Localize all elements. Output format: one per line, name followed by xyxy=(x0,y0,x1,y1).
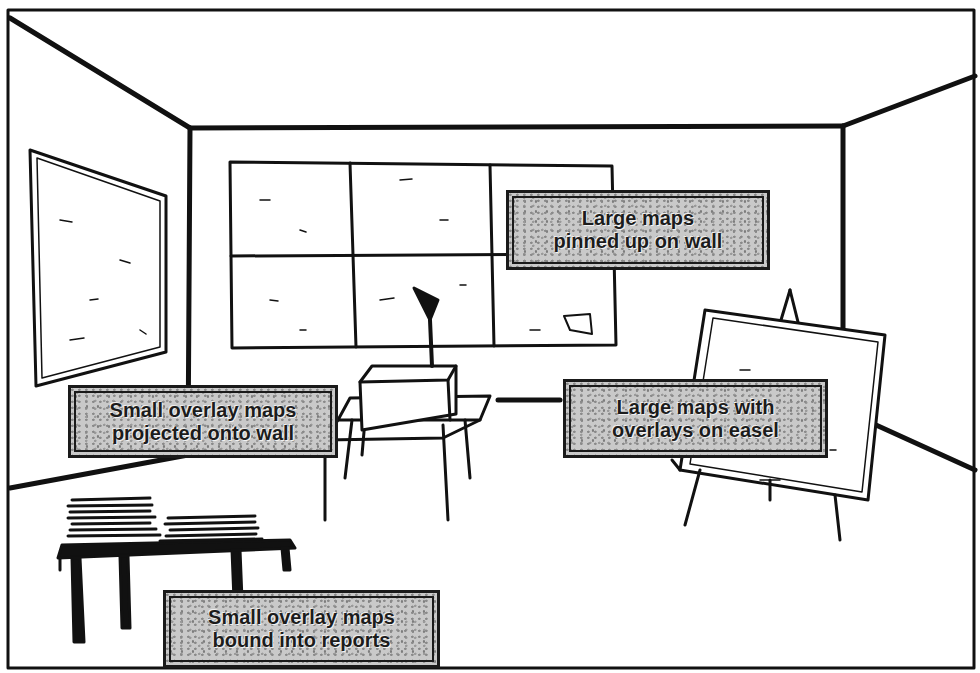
callout-box: Small overlay maps projected onto wall xyxy=(68,385,338,458)
callout-box: Small overlay maps bound into reports xyxy=(163,590,440,668)
callout-box: Large maps pinned up on wall xyxy=(506,190,770,270)
callout-label: Small overlay maps bound into reports xyxy=(194,606,409,652)
wall-board xyxy=(30,150,166,386)
callout-label: Large maps with overlays on easel xyxy=(596,396,796,442)
overhead-projector xyxy=(360,288,456,430)
callout-box: Large maps with overlays on easel xyxy=(563,379,828,458)
report-stacks xyxy=(68,498,262,541)
picture-frame xyxy=(8,10,974,668)
callout-label: Large maps pinned up on wall xyxy=(548,207,728,253)
callout-label: Small overlay maps projected onto wall xyxy=(96,399,311,445)
